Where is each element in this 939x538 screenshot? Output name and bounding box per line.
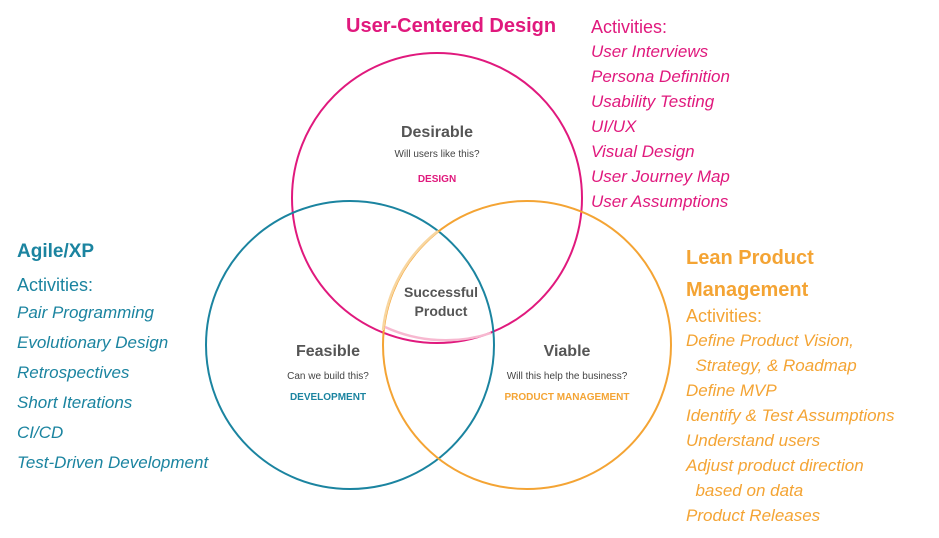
design-tag: DESIGN [417, 174, 457, 185]
ucd-activity-item: UI/UX [591, 117, 637, 136]
lean-activities-list: Activities: Define Product Vision, Strat… [686, 304, 895, 528]
agile-activities-label: Activities: [17, 275, 94, 295]
feasible-group: Feasible Can we build this? DEVELOPMENT [228, 343, 428, 403]
development-tag: DEVELOPMENT [289, 392, 367, 403]
lean-activities-label: Activities: [686, 306, 763, 326]
design-circle [291, 52, 583, 344]
product-management-tag: PRODUCT MANAGEMENT [504, 392, 630, 403]
agile-activities-list: Activities: Pair Programming Evolutionar… [17, 272, 208, 478]
desirable-title: Desirable [400, 124, 474, 141]
desirable-group: Desirable Will users like this? DESIGN [337, 124, 537, 185]
agile-activity-item: Test-Driven Development [17, 453, 209, 472]
ucd-activities-label: Activities: [591, 17, 668, 37]
lean-pm-title-line1: Lean Product [686, 247, 814, 269]
agile-lean-overlap-arc [381, 230, 439, 331]
ucd-activities-list: Activities: User Interviews Persona Defi… [591, 15, 730, 214]
agile-activity-item: Short Iterations [17, 393, 133, 412]
development-circle [205, 200, 495, 490]
viable-title: Viable [543, 343, 591, 360]
feasible-question: Can we build this? [287, 371, 369, 382]
lean-pm-title: Lean Product Management [686, 242, 814, 306]
desirable-question: Will users like this? [394, 149, 480, 160]
lean-activity-item: Product Releases [686, 506, 821, 525]
ucd-activity-item: Visual Design [591, 142, 695, 161]
agile-xp-title: Agile/XP [17, 241, 95, 262]
lean-activity-item: Understand users [686, 431, 821, 450]
ucd-activity-item: Usability Testing [591, 92, 715, 111]
ucd-activity-item: Persona Definition [591, 67, 730, 86]
center-line1: Successful [404, 284, 478, 300]
agile-activity-item: Retrospectives [17, 363, 130, 382]
business-circle [382, 200, 672, 490]
lean-activity-item: Adjust product direction [686, 456, 864, 475]
user-centered-design-title: User-Centered Design [346, 15, 557, 37]
ucd-activity-item: User Interviews [591, 42, 709, 61]
lean-activity-item: Strategy, & Roadmap [686, 356, 857, 375]
lean-activity-item: Define Product Vision, [686, 331, 854, 350]
lean-pm-title-line2: Management [686, 279, 809, 301]
feasible-title: Feasible [295, 343, 361, 360]
agile-activity-item: Evolutionary Design [17, 333, 169, 352]
center-line2: Product [414, 303, 468, 319]
agile-activity-item: Pair Programming [17, 303, 154, 322]
viable-question: Will this help the business? [506, 371, 628, 382]
lean-activity-item: based on data [686, 481, 804, 500]
successful-product-label: Successful Product [391, 283, 491, 321]
agile-activity-item: CI/CD [17, 423, 64, 442]
ucd-activity-item: User Journey Map [591, 167, 730, 186]
ucd-activity-item: User Assumptions [591, 192, 729, 211]
viable-group: Viable Will this help the business? PROD… [467, 343, 667, 403]
lean-activity-item: Define MVP [686, 381, 777, 400]
design-lean-overlap-arc [384, 325, 492, 342]
lean-activity-item: Identify & Test Assumptions [686, 406, 895, 425]
